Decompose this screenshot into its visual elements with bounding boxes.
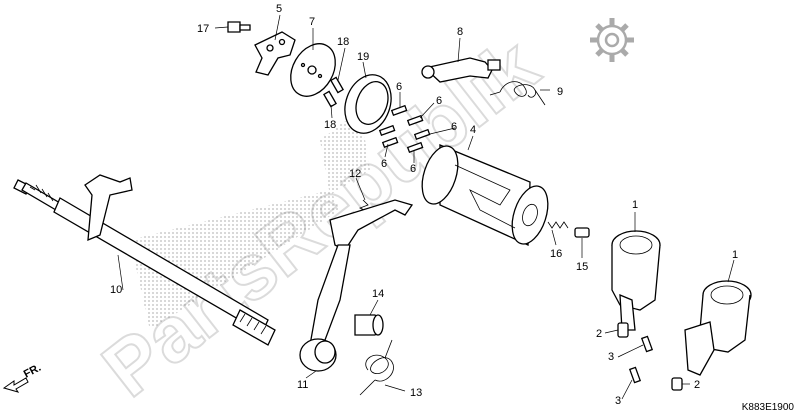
plate-7 bbox=[290, 43, 336, 97]
callout-17: 17 bbox=[197, 23, 209, 35]
roller-2a bbox=[617, 322, 629, 338]
callout-10: 10 bbox=[110, 284, 122, 296]
callout-14: 14 bbox=[372, 288, 384, 300]
pin-14 bbox=[354, 314, 384, 336]
shift-fork-1b bbox=[684, 280, 752, 376]
callout-18a: 18 bbox=[337, 36, 349, 48]
drawing-code: K883E1900 bbox=[741, 402, 794, 413]
callout-6a: 6 bbox=[396, 81, 402, 93]
front-arrow-icon: FR. bbox=[2, 362, 43, 393]
callout-3b: 3 bbox=[615, 395, 621, 407]
shift-arm-11 bbox=[299, 199, 414, 372]
pin-3a bbox=[640, 335, 654, 353]
stopper-arm-8 bbox=[421, 57, 501, 83]
callout-1b: 1 bbox=[732, 249, 738, 261]
callout-2b: 2 bbox=[694, 379, 700, 391]
callout-5: 5 bbox=[276, 3, 282, 15]
bearing-19 bbox=[344, 74, 392, 134]
roller-2b bbox=[671, 377, 683, 391]
pin-18 bbox=[323, 76, 344, 108]
spring-9 bbox=[489, 81, 546, 106]
callout-18b: 18 bbox=[324, 119, 336, 131]
callout-6e: 6 bbox=[410, 163, 416, 175]
shift-spindle-10 bbox=[13, 174, 276, 346]
callout-6d: 6 bbox=[381, 158, 387, 170]
callout-6b: 6 bbox=[436, 95, 442, 107]
callout-7: 7 bbox=[309, 16, 315, 28]
pin-3b bbox=[628, 366, 642, 384]
callout-3a: 3 bbox=[608, 351, 614, 363]
callout-8: 8 bbox=[457, 26, 463, 38]
callout-12: 12 bbox=[349, 168, 361, 180]
callout-2a: 2 bbox=[596, 328, 602, 340]
leader-lines bbox=[117, 14, 735, 400]
callout-6c: 6 bbox=[451, 121, 457, 133]
shift-drum-4 bbox=[421, 144, 549, 246]
spring-16 bbox=[547, 221, 569, 229]
callout-11: 11 bbox=[297, 379, 308, 391]
spring-13 bbox=[359, 339, 394, 396]
bolt-17 bbox=[227, 21, 251, 33]
shift-fork-1a bbox=[611, 230, 661, 331]
pin-15 bbox=[574, 227, 590, 238]
callouts: 17 5 7 18 19 18 8 9 6 6 6 4 6 6 6 12 16 … bbox=[110, 3, 738, 407]
callout-16: 16 bbox=[550, 248, 562, 260]
callout-13: 13 bbox=[410, 387, 422, 399]
callout-4: 4 bbox=[470, 124, 476, 136]
callout-19: 19 bbox=[357, 51, 369, 63]
callout-9: 9 bbox=[557, 86, 563, 98]
front-label: FR. bbox=[22, 362, 43, 381]
callout-1a: 1 bbox=[632, 199, 638, 211]
stopper-plate-5 bbox=[254, 31, 296, 76]
callout-15: 15 bbox=[576, 261, 588, 273]
gear-icon bbox=[590, 18, 634, 62]
pins-6 bbox=[378, 104, 431, 154]
